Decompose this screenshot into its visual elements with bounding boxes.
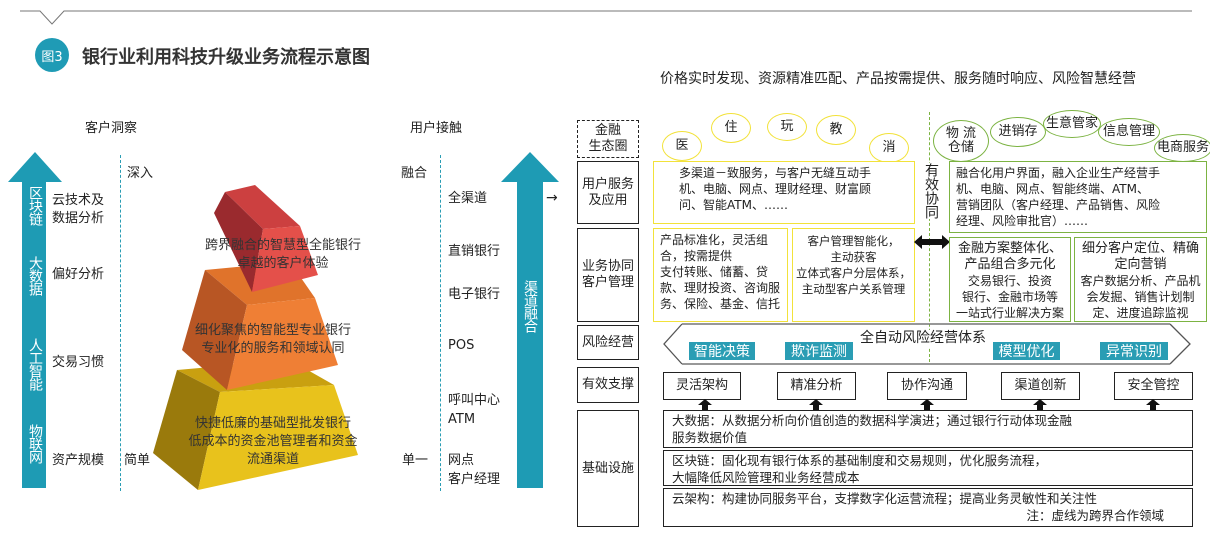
business-service-box: 融合化用户界面，融入企业生产经营手机、电脑、网点、智能终端、ATM、营销团队（客…	[949, 161, 1207, 233]
pyramid-middle-line1: 细化聚焦的智能型专业银行	[194, 323, 351, 338]
footnote: 注：虚线为跨界合作领域	[1026, 508, 1164, 523]
circle-business-manager: 生意管家	[1043, 110, 1101, 138]
channel-arrow	[501, 152, 559, 488]
circle-info-mgmt: 信息管理	[1098, 118, 1160, 146]
channel-ebank: 电子银行	[448, 287, 501, 302]
risk-tag-model: 模型优化	[993, 342, 1060, 360]
tech-bigdata: 大数据	[27, 256, 43, 295]
business-marketing-box: 细分客户定位、精确定向营销客户数据分析、产品机会发掘、销售计划制定、进度追踪监视	[1074, 237, 1207, 322]
circle-medical: 医	[662, 131, 702, 161]
pyramid-bottom-line2: 低成本的资金池管理者和资金	[188, 434, 358, 449]
insight-header: 客户洞察	[85, 121, 138, 136]
label-deep: 深入	[127, 166, 154, 181]
circle-logistics: 物 流仓储	[933, 120, 989, 162]
pyramid-top-block	[214, 185, 318, 292]
pyramid	[153, 185, 358, 490]
up-arrow-icon	[698, 399, 712, 413]
crossover-divider	[929, 112, 930, 362]
infra-cloud: 云架构：构建协同服务平台，支撑数字化运营流程；提高业务灵敏性和关注性注：虚线为跨…	[663, 488, 1193, 527]
pyramid-top-line1: 跨界融合的智慧型全能银行	[204, 238, 361, 253]
consumer-product-box: 产品标准化，灵活组合，按需提供支付转账、储蓄、贷款、理财投资、咨询服务、保险、基…	[653, 228, 788, 322]
support-flexible-arch: 灵活架构	[663, 372, 741, 400]
tech-ai: 人工智能	[27, 338, 43, 390]
channel-manager: 客户经理	[448, 472, 501, 487]
row-infrastructure: 基础设施	[577, 410, 639, 527]
support-security: 安全管控	[1114, 372, 1193, 400]
up-arrow-icon	[1033, 399, 1047, 413]
label-simple: 简单	[124, 453, 151, 468]
insight-data: 数据分析	[52, 211, 105, 226]
circle-housing: 住	[711, 113, 751, 143]
channel-direct: 直销银行	[448, 244, 501, 259]
label-fusion: 融合	[401, 166, 428, 181]
support-channel-innovation: 渠道创新	[1001, 372, 1080, 400]
pyramid-bottom-text: 快捷低廉的基础型批发银行低成本的资金池管理者和资金流通渠道	[173, 415, 373, 469]
insight-assets: 资产规模	[52, 453, 105, 468]
risk-tag-decision: 智能决策	[689, 342, 755, 360]
up-arrow-icon	[920, 399, 934, 413]
infra-bigdata: 大数据：从数据分析向价值创造的数据科学演进；通过银行行动体现金融服务数据价值	[663, 410, 1193, 448]
channel-pos: POS	[448, 338, 475, 353]
up-arrow-icon	[1146, 399, 1160, 413]
figure-badge: 图3	[35, 38, 69, 72]
support-collaboration: 协作沟通	[887, 372, 967, 400]
circle-inventory: 进销存	[990, 117, 1046, 147]
collab-label: 有效协同	[923, 163, 939, 219]
channel-atm: ATM	[448, 412, 476, 427]
channel-arrow-label: 渠道融合	[522, 280, 538, 332]
header-rule	[20, 10, 1192, 25]
channel-callcenter: 呼叫中心	[448, 393, 501, 408]
divider-left	[120, 155, 121, 491]
consumer-service-box: 多渠道－致服务，与客户无缝互动手机、电脑、网点、理财经理、财富顾问、智能ATM、…	[653, 161, 915, 224]
consumer-crm-box: 客户管理智能化，主动获客立体式客户分层体系，主动型客户关系管理	[792, 228, 915, 322]
tech-iot: 物联网	[27, 424, 43, 463]
risk-band-arrow	[663, 323, 1191, 365]
circle-ecommerce: 电商服务	[1154, 134, 1210, 162]
tech-arrow	[8, 152, 62, 488]
pyramid-bottom-line3: 流通渠道	[246, 452, 299, 467]
circle-play: 玩	[767, 113, 807, 141]
row-ecosystem: 金融生态圈	[577, 120, 639, 158]
pyramid-bottom-line1: 快捷低廉的基础型批发银行	[194, 416, 351, 431]
up-arrow-icon	[809, 399, 823, 413]
support-precise-analysis: 精准分析	[777, 372, 856, 400]
label-single: 单一	[402, 453, 429, 468]
row-user-service: 用户服务及应用	[577, 161, 639, 224]
pyramid-middle-line2: 专业化的服务和领域认同	[201, 341, 345, 356]
row-business-collab: 业务协同客户管理	[577, 228, 639, 322]
pyramid-middle-text: 细化聚焦的智能型专业银行专业化的服务和领域认同	[173, 322, 373, 358]
pyramid-top-line2: 卓越的客户体验	[237, 256, 329, 271]
double-arrow-icon	[914, 235, 950, 249]
risk-tag-anomaly: 异常识别	[1100, 342, 1168, 360]
support-up-arrows	[698, 399, 1160, 413]
insight-preference: 偏好分析	[52, 267, 105, 282]
connector-arrow: →	[546, 190, 558, 206]
circle-education: 教	[816, 115, 856, 145]
pyramid-top-text: 跨界融合的智慧型全能银行卓越的客户体验	[183, 237, 383, 273]
subtitle: 价格实时发现、资源精准匹配、产品按需提供、服务随时响应、风险智慧经营	[660, 71, 1136, 87]
tech-blockchain: 区块链	[27, 186, 43, 225]
page-title: 银行业利用科技升级业务流程示意图	[82, 47, 370, 68]
contact-header: 用户接触	[410, 121, 463, 136]
insight-habit: 交易习惯	[52, 355, 105, 370]
insight-cloud: 云技术及	[52, 193, 105, 208]
circle-consumption: 消	[869, 133, 909, 163]
infra-blockchain: 区块链：固化现有银行体系的基础制度和交易规则，优化服务流程，大幅降低风险管理和业…	[663, 450, 1193, 486]
business-solution-box: 金融方案整体化、产品组合多元化交易银行、投资银行、金融市场等一站式行业解决方案	[949, 237, 1071, 322]
divider-right	[440, 155, 441, 491]
risk-tag-fraud: 欺诈监测	[785, 342, 853, 360]
risk-title: 全自动风险经营体系	[858, 330, 988, 347]
row-risk: 风险经营	[577, 325, 639, 360]
channel-branch: 网点	[448, 453, 475, 468]
channel-all: 全渠道	[448, 191, 488, 206]
row-support: 有效支撑	[577, 367, 639, 403]
